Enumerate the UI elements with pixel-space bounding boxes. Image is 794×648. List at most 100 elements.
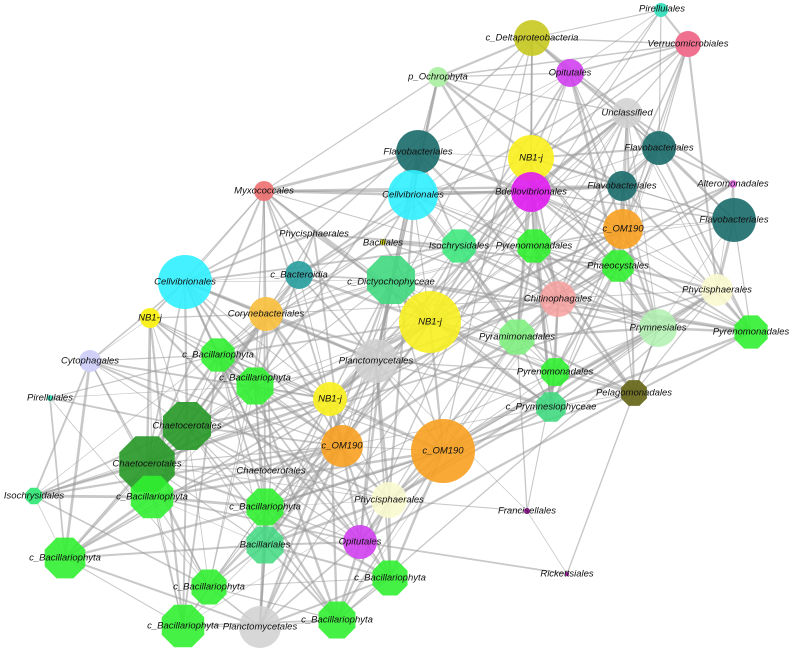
edge bbox=[417, 72, 571, 153]
node-label-rickettsiales: Rickettsiales bbox=[540, 569, 594, 580]
edge bbox=[149, 317, 361, 543]
node-label-ochrophyta: p_Ochrophyta bbox=[407, 72, 468, 83]
node-label-pyramimonadales: Pyramimonadales bbox=[479, 332, 555, 343]
edge bbox=[429, 321, 635, 394]
node-label-deltaproteobacteria: c_Deltaproteobacteria bbox=[486, 33, 579, 44]
node-label-pirellulales-left: Pirellulales bbox=[27, 393, 73, 404]
edge bbox=[375, 360, 552, 408]
edge bbox=[64, 557, 184, 627]
node-nb1j-center bbox=[399, 291, 461, 353]
node-bacillariophyta-8 bbox=[161, 604, 205, 648]
node-pyrenomonadales-3 bbox=[541, 358, 569, 386]
edge bbox=[633, 289, 718, 394]
node-label-francisellales: Francisellales bbox=[498, 506, 556, 517]
node-label-cytophagales: Cytophagales bbox=[61, 356, 119, 367]
node-isochrysidales-left bbox=[25, 487, 43, 505]
node-planctomycetales-top bbox=[354, 339, 398, 383]
node-alteromonadales bbox=[729, 180, 737, 188]
node-label-chitinophagales: Chitinophagales bbox=[524, 294, 592, 305]
edge bbox=[63, 360, 92, 559]
edge bbox=[375, 360, 556, 373]
node-label-bacteroidia: c_Bacteroidia bbox=[270, 270, 328, 281]
edge bbox=[263, 190, 300, 276]
edge bbox=[557, 298, 635, 394]
node-label-planctomycetales-top: Planctomycetales bbox=[339, 356, 414, 367]
node-label-isochrysidales-top: Isochrysidales bbox=[429, 241, 489, 252]
node-label-chaetocerotales-2: Chaetocerotales bbox=[112, 459, 181, 470]
node-cytophagales bbox=[79, 350, 101, 372]
edge bbox=[329, 245, 460, 400]
edge bbox=[388, 499, 528, 512]
edge bbox=[33, 495, 210, 588]
node-opitutales-bottom bbox=[343, 525, 377, 559]
node-label-unclassified: Unclassified bbox=[601, 108, 653, 119]
edge bbox=[263, 184, 623, 193]
edge bbox=[186, 425, 343, 447]
node-verrucomicrobiales bbox=[675, 31, 701, 57]
edge bbox=[335, 499, 391, 621]
edge bbox=[375, 298, 559, 362]
node-ochrophyta bbox=[428, 67, 448, 87]
node-pelagomonadales bbox=[621, 380, 647, 406]
edge bbox=[550, 330, 752, 409]
node-nb1j-mid bbox=[313, 382, 347, 416]
edge bbox=[254, 385, 444, 452]
edge bbox=[550, 327, 659, 408]
edge bbox=[358, 279, 393, 543]
node-pyrenomonadales-1 bbox=[517, 229, 551, 263]
node-label-chaetocerotales-3: Chaetocerotales bbox=[236, 466, 305, 477]
node-label-bacillales: Bacillales bbox=[363, 238, 403, 249]
edge bbox=[298, 274, 331, 400]
node-bacteroidia bbox=[285, 261, 313, 289]
node-label-bacillariales: Bacillariales bbox=[240, 540, 291, 551]
node-phycisphaerales-bottom bbox=[371, 482, 407, 518]
edge bbox=[298, 43, 689, 276]
node-label-flavobacteriales-1: Flavobacteriales bbox=[383, 147, 452, 158]
node-label-planctomycetales-bottom: Planctomycetales bbox=[223, 622, 298, 633]
edge bbox=[621, 43, 689, 187]
edge bbox=[263, 506, 339, 621]
node-label-bacillariophyta-6: c_Bacillariophyta bbox=[354, 573, 426, 584]
edge bbox=[569, 43, 689, 74]
edge bbox=[182, 425, 188, 627]
edge bbox=[341, 335, 518, 448]
edge bbox=[437, 76, 623, 187]
edge bbox=[217, 321, 431, 356]
labels-layer: Pirellulalesc_DeltaproteobacteriaVerruco… bbox=[4, 4, 790, 633]
edge bbox=[617, 264, 718, 292]
node-isochrysidales-top bbox=[442, 229, 476, 263]
node-unclassified bbox=[612, 98, 642, 128]
edge bbox=[340, 445, 392, 579]
node-om190-top bbox=[603, 209, 643, 249]
node-label-bdellovibrionales: Bdellovibrionales bbox=[495, 187, 567, 198]
node-label-bacillariophyta-9: c_Bacillariophyta bbox=[301, 615, 373, 626]
edge bbox=[149, 317, 331, 400]
edge bbox=[633, 331, 752, 394]
edge bbox=[208, 313, 267, 588]
edge bbox=[264, 313, 332, 400]
edge bbox=[33, 444, 343, 498]
node-label-bacillariophyta-7: c_Bacillariophyta bbox=[173, 582, 245, 593]
edge bbox=[530, 147, 660, 193]
edge bbox=[437, 43, 689, 78]
node-label-isochrysidales-left: Isochrysidales bbox=[4, 491, 64, 502]
edge bbox=[149, 313, 267, 319]
node-label-phycisphaerales-right: Phycisphaerales bbox=[682, 285, 752, 296]
node-phycisphaerales-right bbox=[701, 274, 733, 306]
node-francisellales bbox=[524, 508, 530, 514]
edge bbox=[359, 541, 568, 575]
edge bbox=[64, 544, 266, 559]
node-pyramimonadales bbox=[499, 319, 535, 355]
edge bbox=[217, 241, 384, 356]
node-label-phaeocystales: Phaeocystales bbox=[587, 261, 649, 272]
edge bbox=[265, 289, 718, 315]
edge bbox=[533, 112, 628, 247]
edge bbox=[270, 470, 390, 501]
node-label-prymnesiales: Prymnesiales bbox=[629, 323, 686, 334]
node-cellvibrionales-top bbox=[388, 170, 438, 220]
node-bacillariophyta-5 bbox=[44, 537, 86, 579]
node-flavobacteriales-2 bbox=[642, 131, 676, 165]
node-myxococcales bbox=[254, 181, 274, 201]
edge bbox=[657, 219, 735, 329]
